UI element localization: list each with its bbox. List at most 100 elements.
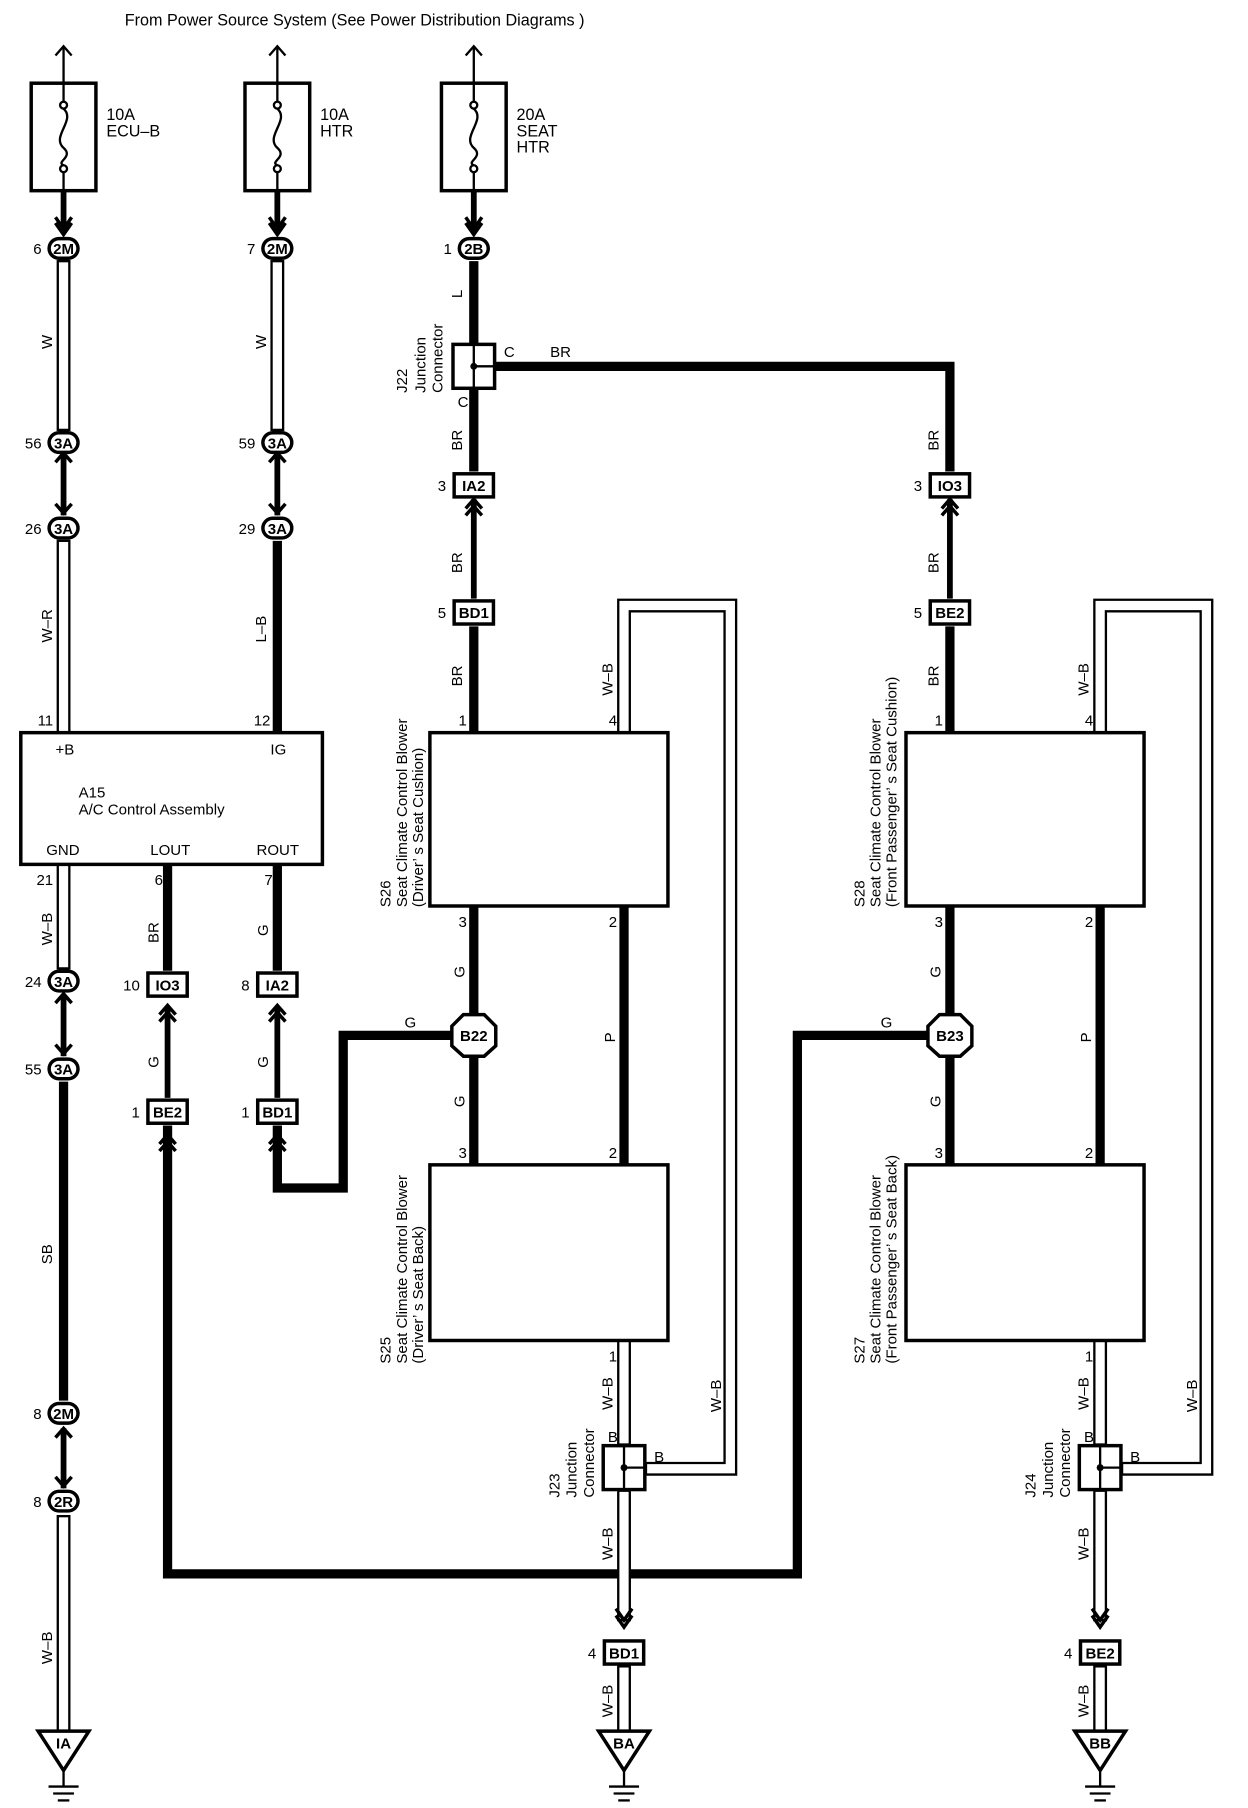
component-id: A15: [79, 784, 106, 801]
splice-B23: B23: [926, 1012, 974, 1058]
connector-code: IA2: [266, 977, 289, 994]
component-id: S25: [378, 1337, 395, 1364]
wire-color: L: [449, 290, 466, 298]
connector-3A: 3A 56: [25, 431, 80, 455]
connector-IO3: IO3 10: [123, 971, 189, 998]
wire-color: G: [928, 1095, 945, 1107]
ac-control-assembly: +B IG A15 A/C Control Assembly GND LOUT …: [19, 713, 325, 889]
wire-color: C: [504, 344, 515, 361]
component-name: Seat Climate Control Blower: [868, 719, 885, 908]
wire-color: G: [452, 1095, 469, 1107]
connector-code: BD1: [262, 1104, 292, 1121]
pin-number: 26: [25, 521, 42, 538]
pin-number: 4: [1064, 1645, 1072, 1662]
component-name: Seat Climate Control Blower: [394, 1175, 411, 1364]
pin-number: 1: [459, 713, 467, 730]
connector-IA2: IA2 3: [438, 472, 496, 499]
pin-number: 56: [25, 435, 42, 452]
blower-s26: S26 Seat Climate Control Blower (Driver’…: [378, 713, 670, 931]
fuse-ecu-b: 10A ECU–B: [29, 81, 160, 193]
connector-3A: 3A 24: [25, 969, 80, 993]
fuse-name: HTR: [320, 122, 353, 140]
connector-2M: 2M 8: [33, 1401, 80, 1425]
terminal-label: GND: [46, 842, 80, 859]
pin-number: 2: [609, 1145, 617, 1162]
pin-number: 5: [438, 605, 446, 622]
junction-label: Junction: [1040, 1442, 1057, 1498]
pin-number: 1: [131, 1104, 139, 1121]
pin-number: 8: [33, 1494, 41, 1511]
component-id: S28: [851, 880, 868, 907]
pin-number: 2: [1085, 1145, 1093, 1162]
fuse-name: ECU–B: [106, 122, 160, 140]
ground-BA: BA: [595, 1729, 653, 1802]
pin-number: 8: [241, 977, 249, 994]
connector-BE2: BE2 4: [1064, 1639, 1122, 1666]
junction-label: Connector: [430, 324, 447, 393]
wire-color: W–B: [1076, 1685, 1093, 1718]
pin-number: 24: [25, 974, 42, 991]
wire-color: W–B: [1076, 1377, 1093, 1410]
wire-htr: [270, 46, 453, 1193]
pin-number: 3: [914, 478, 922, 495]
wire-color: BR: [925, 430, 942, 451]
connector-code: IA2: [462, 478, 485, 495]
wire-color: W: [39, 334, 56, 349]
wire-color: G: [145, 1056, 162, 1068]
connector-code: IO3: [938, 478, 962, 495]
wire-color: G: [404, 1014, 416, 1031]
wire-color: B: [1084, 1429, 1094, 1446]
connector-code: BE2: [153, 1104, 182, 1121]
connector-2R: 2R 8: [33, 1489, 80, 1513]
wire-lout: [162, 864, 932, 1579]
terminal-label: ROUT: [257, 842, 300, 859]
pin-number: 2: [1085, 914, 1093, 931]
wire-color: W–B: [599, 1528, 616, 1561]
connector-code: 2M: [53, 241, 74, 258]
wire-color: W–B: [599, 1685, 616, 1718]
wire-color: P: [1078, 1032, 1095, 1042]
blower-s28: S28 Seat Climate Control Blower (Front P…: [851, 677, 1146, 931]
blower-s27: S27 Seat Climate Control Blower (Front P…: [851, 1145, 1146, 1365]
wire-color: W–B: [39, 913, 56, 946]
connector-code: 2M: [267, 241, 288, 258]
connector-IO3: IO3 3: [914, 472, 972, 499]
wire-color: G: [255, 924, 272, 936]
wire-color: W–B: [599, 1377, 616, 1410]
fuse-name: SEAT: [517, 122, 558, 140]
pin-number: 7: [264, 872, 272, 889]
connector-code: BD1: [609, 1645, 639, 1662]
pin-number: 10: [123, 977, 140, 994]
pin-number: 1: [1085, 1348, 1093, 1365]
wire-color: W–B: [1184, 1380, 1201, 1413]
connector-code: 2R: [54, 1494, 73, 1511]
wire-color: G: [928, 966, 945, 978]
connector-BE2: BE2 1: [131, 1098, 189, 1125]
pin-number: 8: [33, 1406, 41, 1423]
connector-code: 3A: [54, 1062, 73, 1079]
connector-code: BE2: [1086, 1645, 1115, 1662]
wire-color: W–B: [1076, 1528, 1093, 1561]
junction-J24: J24 Junction Connector: [1022, 1428, 1123, 1498]
fuse-amp: 20A: [517, 106, 546, 124]
wire-color: P: [602, 1032, 619, 1042]
terminal-label: IG: [270, 742, 286, 759]
wire-color: G: [881, 1014, 893, 1031]
wire-color: G: [452, 966, 469, 978]
input-arrows: [54, 44, 483, 57]
connector-BD1: BD1 5: [438, 599, 496, 626]
pin-number: 21: [36, 872, 53, 889]
connector-code: 3A: [268, 435, 287, 452]
connector-2M: 2M 7: [247, 236, 294, 261]
pin-number: 12: [254, 713, 271, 730]
wire-color: W–B: [1076, 663, 1093, 696]
pin-number: 5: [914, 605, 922, 622]
ground-code: IA: [56, 1735, 71, 1752]
wire-color: BR: [925, 552, 942, 573]
wire-color: BR: [925, 665, 942, 686]
pin-number: 1: [443, 241, 451, 258]
connector-code: 3A: [54, 521, 73, 538]
component-id: S26: [378, 880, 395, 907]
wire-color: BR: [449, 552, 466, 573]
